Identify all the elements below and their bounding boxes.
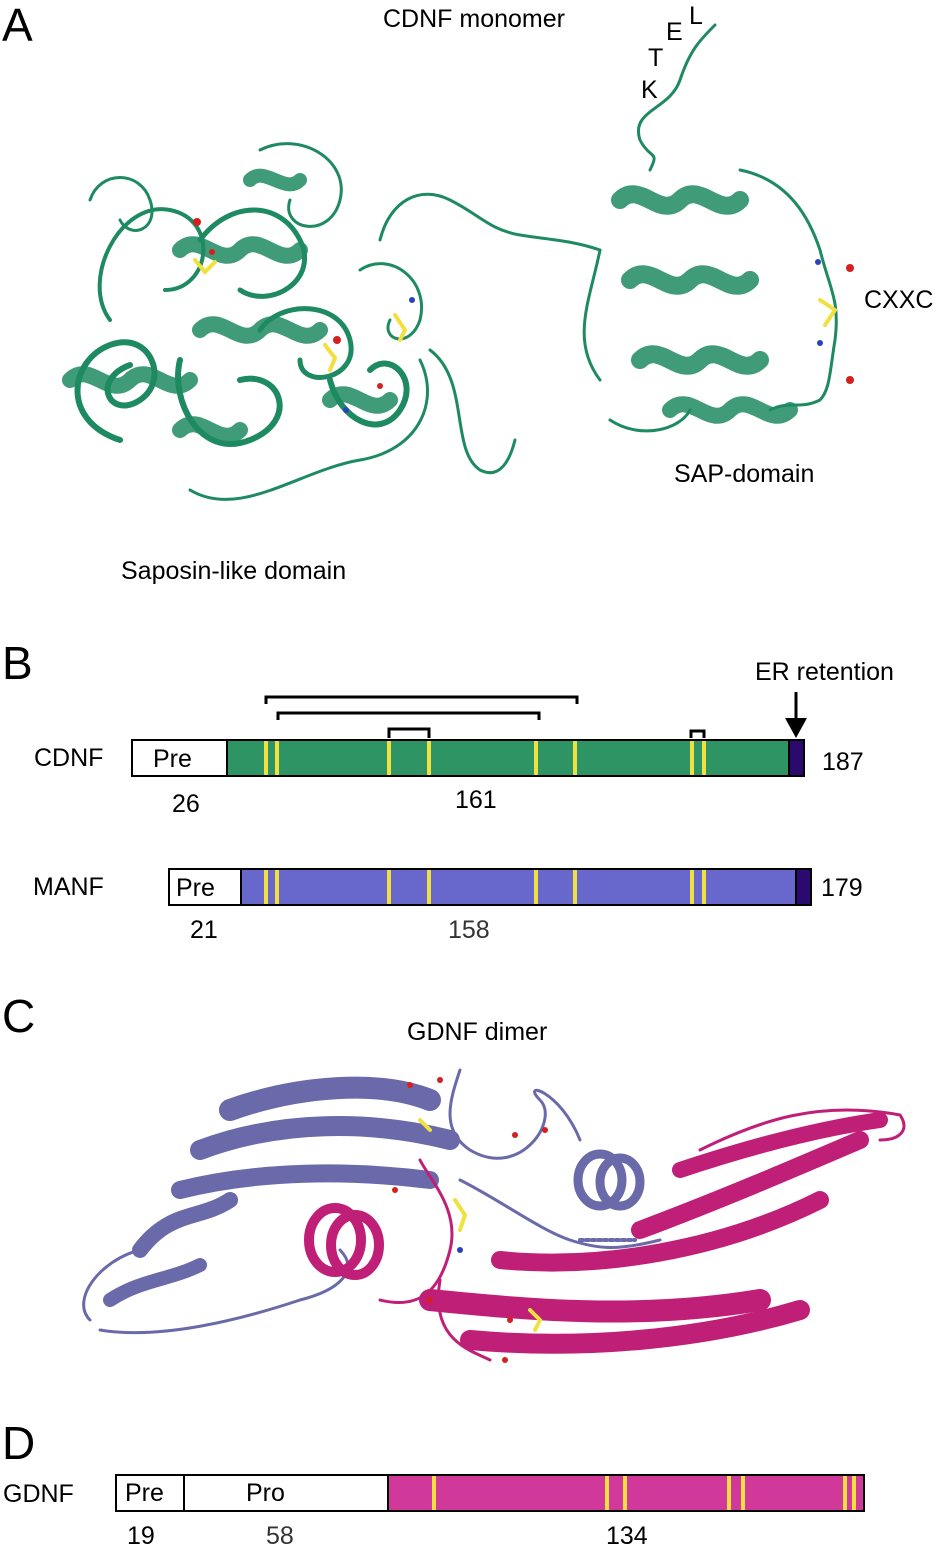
gdnf-mature-length: 134	[606, 1522, 648, 1550]
manf-domain-bar	[168, 868, 812, 906]
panel-letter-c: C	[2, 990, 36, 1042]
cdnf-pre-length: 26	[172, 790, 200, 818]
cdnf-domain-bar	[131, 739, 805, 777]
ktel-letter-t: T	[648, 44, 664, 72]
ktel-letter-e: E	[666, 18, 683, 46]
gdnf-cysteine-marks	[432, 1476, 856, 1510]
cdnf-length-label: 187	[822, 748, 864, 776]
cdnf-er-retention-motif	[788, 739, 805, 777]
cdnf-mature-region	[226, 739, 790, 777]
manf-pre-length: 21	[190, 916, 218, 944]
ktel-letter-l: L	[689, 2, 703, 30]
gdnf-atoms	[392, 1077, 548, 1363]
er-retention-label: ER retention	[755, 658, 894, 686]
cdnf-monomer-title: CDNF monomer	[383, 5, 565, 33]
disulfide-brackets	[264, 695, 706, 738]
cdnf-mature-length: 161	[455, 786, 497, 814]
gdnf-pre-label: Pre	[125, 1479, 164, 1507]
gdnf-pre-region	[115, 1474, 185, 1512]
cdnf-ribbon-structure	[62, 23, 838, 501]
gdnf-pro-label: Pro	[246, 1479, 285, 1507]
gdnf-dimer-structure	[82, 1068, 906, 1362]
manf-mature-region	[240, 868, 797, 906]
gdnf-dimer-title: GDNF dimer	[407, 1018, 548, 1046]
cxxc-motif-label: CXXC	[864, 286, 934, 314]
cdnf-cysteine-marks	[264, 741, 706, 775]
gdnf-domain-bar	[115, 1474, 865, 1512]
er-retention-arrow	[785, 692, 807, 738]
cdnf-label: CDNF	[34, 744, 104, 772]
sap-domain-label: SAP-domain	[674, 460, 815, 488]
gdnf-pro-length: 58	[266, 1522, 294, 1550]
cdnf-atoms	[193, 218, 854, 413]
gdnf-pre-length: 19	[127, 1522, 155, 1550]
manf-length-label: 179	[821, 874, 863, 902]
manf-label: MANF	[33, 873, 104, 901]
panel-letter-b: B	[2, 637, 33, 689]
panel-letter-a: A	[2, 0, 33, 51]
cdnf-pre-label: Pre	[153, 745, 192, 773]
ktel-letter-k: K	[641, 76, 658, 104]
panel-letter-d: D	[2, 1417, 36, 1469]
gdnf-pro-region	[183, 1474, 389, 1512]
cdnf-disulfide-bonds	[193, 258, 838, 372]
manf-pre-label: Pre	[176, 874, 215, 902]
cdnf-pre-region	[131, 739, 228, 777]
manf-mature-length: 158	[448, 916, 490, 944]
gdnf-disulfide-bonds	[418, 1118, 543, 1332]
saposin-domain-label: Saposin-like domain	[121, 557, 347, 585]
manf-cysteine-marks	[264, 870, 706, 904]
gdnf-label: GDNF	[3, 1480, 74, 1508]
manf-er-retention-motif	[795, 868, 812, 906]
